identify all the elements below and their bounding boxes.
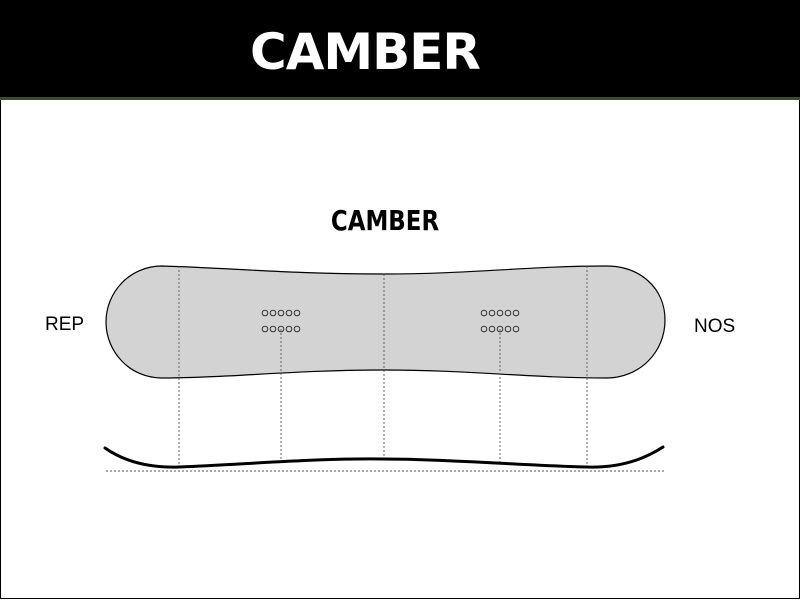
header-bar: CAMBER [0, 0, 800, 97]
nose-label: NOS [694, 316, 735, 337]
board-outline [105, 265, 666, 379]
header-divider [0, 97, 800, 100]
camber-profile [103, 445, 665, 469]
binding-inserts-nose [480, 309, 520, 333]
header-title: CAMBER [250, 23, 481, 81]
tail-label: REP [45, 314, 84, 335]
guide-lines [178, 266, 588, 468]
binding-inserts-tail [261, 309, 301, 333]
diagram-title: CAMBER [331, 205, 440, 238]
